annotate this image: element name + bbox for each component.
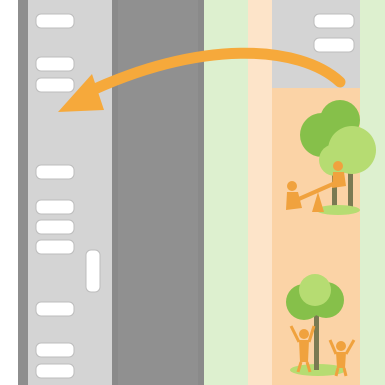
parked-car-icon [314,38,354,52]
parked-car-icon [36,220,74,234]
parked-car-icon [314,14,354,28]
parked-car-icon [36,57,74,71]
parked-car-icon [36,78,74,92]
person-icon [333,161,343,171]
right-green-edge [360,0,385,385]
parked-car-icon [86,250,100,292]
parked-car-icon [36,165,74,179]
tree-icon [319,144,351,176]
parked-car-icon [36,364,74,378]
tree-trunk [314,315,319,370]
parked-car-icon [36,302,74,316]
parked-car-icon [36,240,74,254]
parked-car-icon [36,14,74,28]
tree-icon [299,274,331,306]
person-icon [287,181,297,191]
parked-car-icon [36,343,74,357]
left-curb [18,0,28,385]
parked-car-icon [36,200,74,214]
